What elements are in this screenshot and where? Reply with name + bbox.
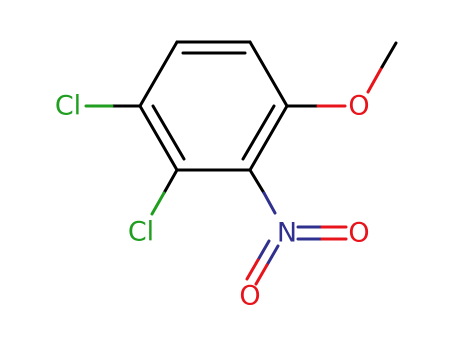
bond-c5-cl-green xyxy=(150,191,166,216)
oxygen-nitro-right-label: O xyxy=(348,218,369,249)
bond-n-o-bottom-a-blue xyxy=(265,244,280,267)
oxygen-methoxy-label: O xyxy=(348,91,369,122)
bond-c5-c6 xyxy=(138,104,179,172)
substituent-bonds xyxy=(84,41,398,286)
bond-c4-n-black xyxy=(248,168,266,195)
atom-labels: Cl Cl O N O O xyxy=(55,91,370,312)
ring-bonds xyxy=(138,40,289,172)
bond-c6-c1 xyxy=(138,40,179,108)
chlorine-bottom-label: Cl xyxy=(128,217,154,248)
chlorine-top-label: Cl xyxy=(55,91,81,122)
bond-o-ch3-red xyxy=(366,65,384,94)
bond-n-o-bottom-b-blue xyxy=(256,239,271,262)
oxygen-nitro-bottom-label: O xyxy=(239,281,260,312)
inner-double-bond-left xyxy=(151,104,186,161)
bond-c5-cl-black xyxy=(162,168,179,195)
nitrogen-label: N xyxy=(277,218,297,249)
bond-c3-c4 xyxy=(248,104,289,172)
bond-o-ch3-black xyxy=(380,41,398,69)
bond-n-o-bottom-b-red xyxy=(245,258,260,281)
inner-double-bond-right xyxy=(241,104,276,161)
bond-n-o-bottom-a-red xyxy=(254,263,269,286)
bond-c2-c3 xyxy=(248,40,289,108)
bond-c4-n-blue xyxy=(262,191,277,215)
